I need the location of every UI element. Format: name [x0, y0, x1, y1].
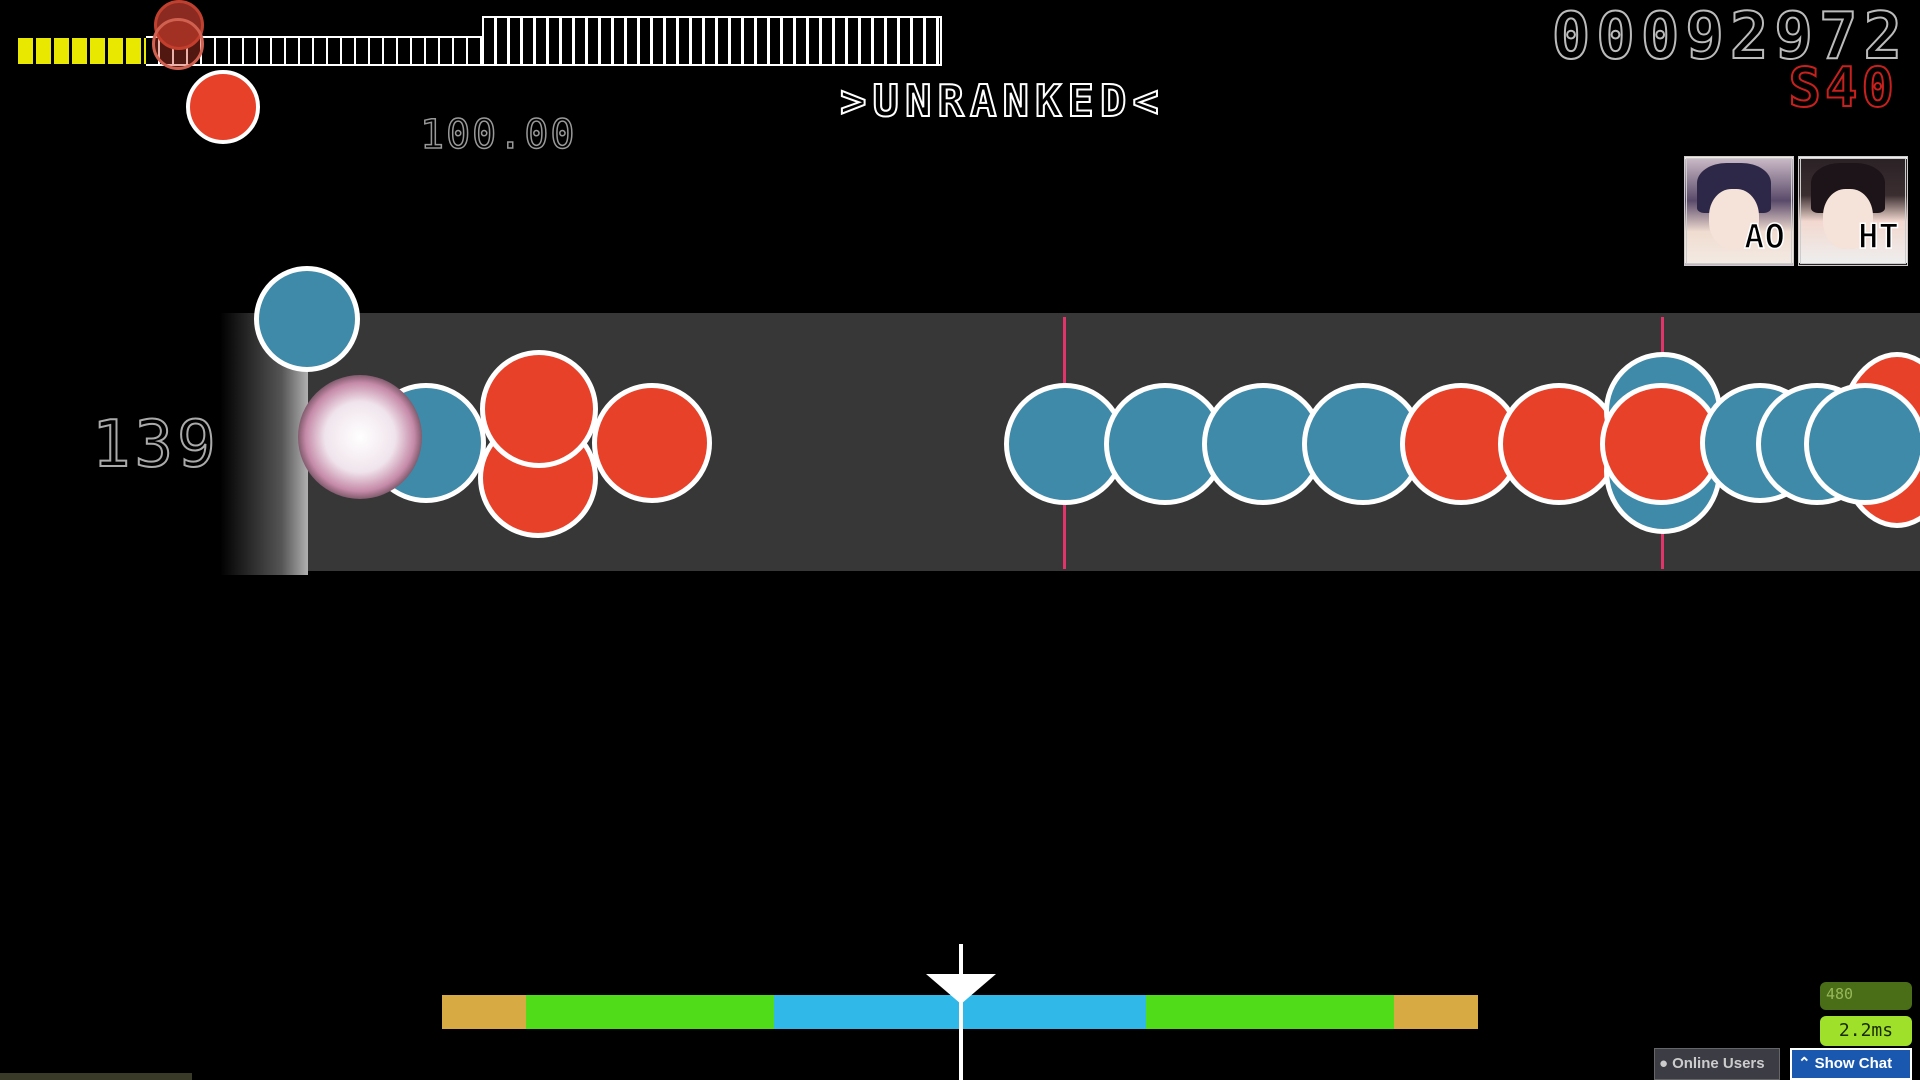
unranked-label: >UNRANKED< [839, 75, 1165, 128]
show-chat-button[interactable]: ⌃ Show Chat [1790, 1048, 1912, 1080]
latency-counter: 2.2ms [1820, 1016, 1912, 1046]
combo-count: 139 [91, 407, 220, 483]
kat-note [1302, 383, 1424, 505]
don-note [592, 383, 712, 503]
health-bar [16, 16, 942, 68]
note-indicator-icon [186, 70, 260, 144]
accuracy: 100.00 [419, 111, 577, 159]
mod-ht-icon: HT [1798, 156, 1908, 266]
don-note [480, 350, 598, 468]
score: 00092972 [1551, 0, 1908, 75]
kat-note [254, 266, 360, 372]
mod-ao-face [1709, 189, 1759, 249]
chevron-up-icon: ⌃ [1798, 1055, 1811, 1072]
mod-ht-face [1823, 189, 1873, 249]
show-chat-label: Show Chat [1814, 1055, 1893, 1072]
timing-arrow-icon [926, 974, 996, 1004]
mod-ao-icon: AO [1684, 156, 1794, 266]
mod-list: AO HT [1684, 156, 1908, 266]
mod-label: HT [1857, 216, 1899, 258]
timing-segment-ok [526, 995, 774, 1029]
mod-label: AO [1743, 216, 1785, 258]
timing-segment-ok [1146, 995, 1394, 1029]
timing-bar [442, 995, 1478, 1029]
users-icon: ● [1659, 1055, 1669, 1072]
timing-segment-meh [1394, 995, 1478, 1029]
online-users-label: Online Users [1672, 1055, 1765, 1072]
health-bar-fill [18, 38, 146, 64]
online-users-button[interactable]: ● Online Users [1654, 1048, 1780, 1080]
bottom-strip [0, 1073, 192, 1080]
hit-target [298, 375, 422, 499]
health-marker-ring-icon [152, 18, 204, 70]
timing-center-line [959, 944, 963, 1080]
timing-segment-meh [442, 995, 526, 1029]
kat-note [1804, 383, 1920, 505]
fps-counter: 480 [1820, 982, 1912, 1010]
health-bar-ticks-high [482, 16, 942, 66]
combo-red-counter: S40 [1787, 55, 1898, 120]
